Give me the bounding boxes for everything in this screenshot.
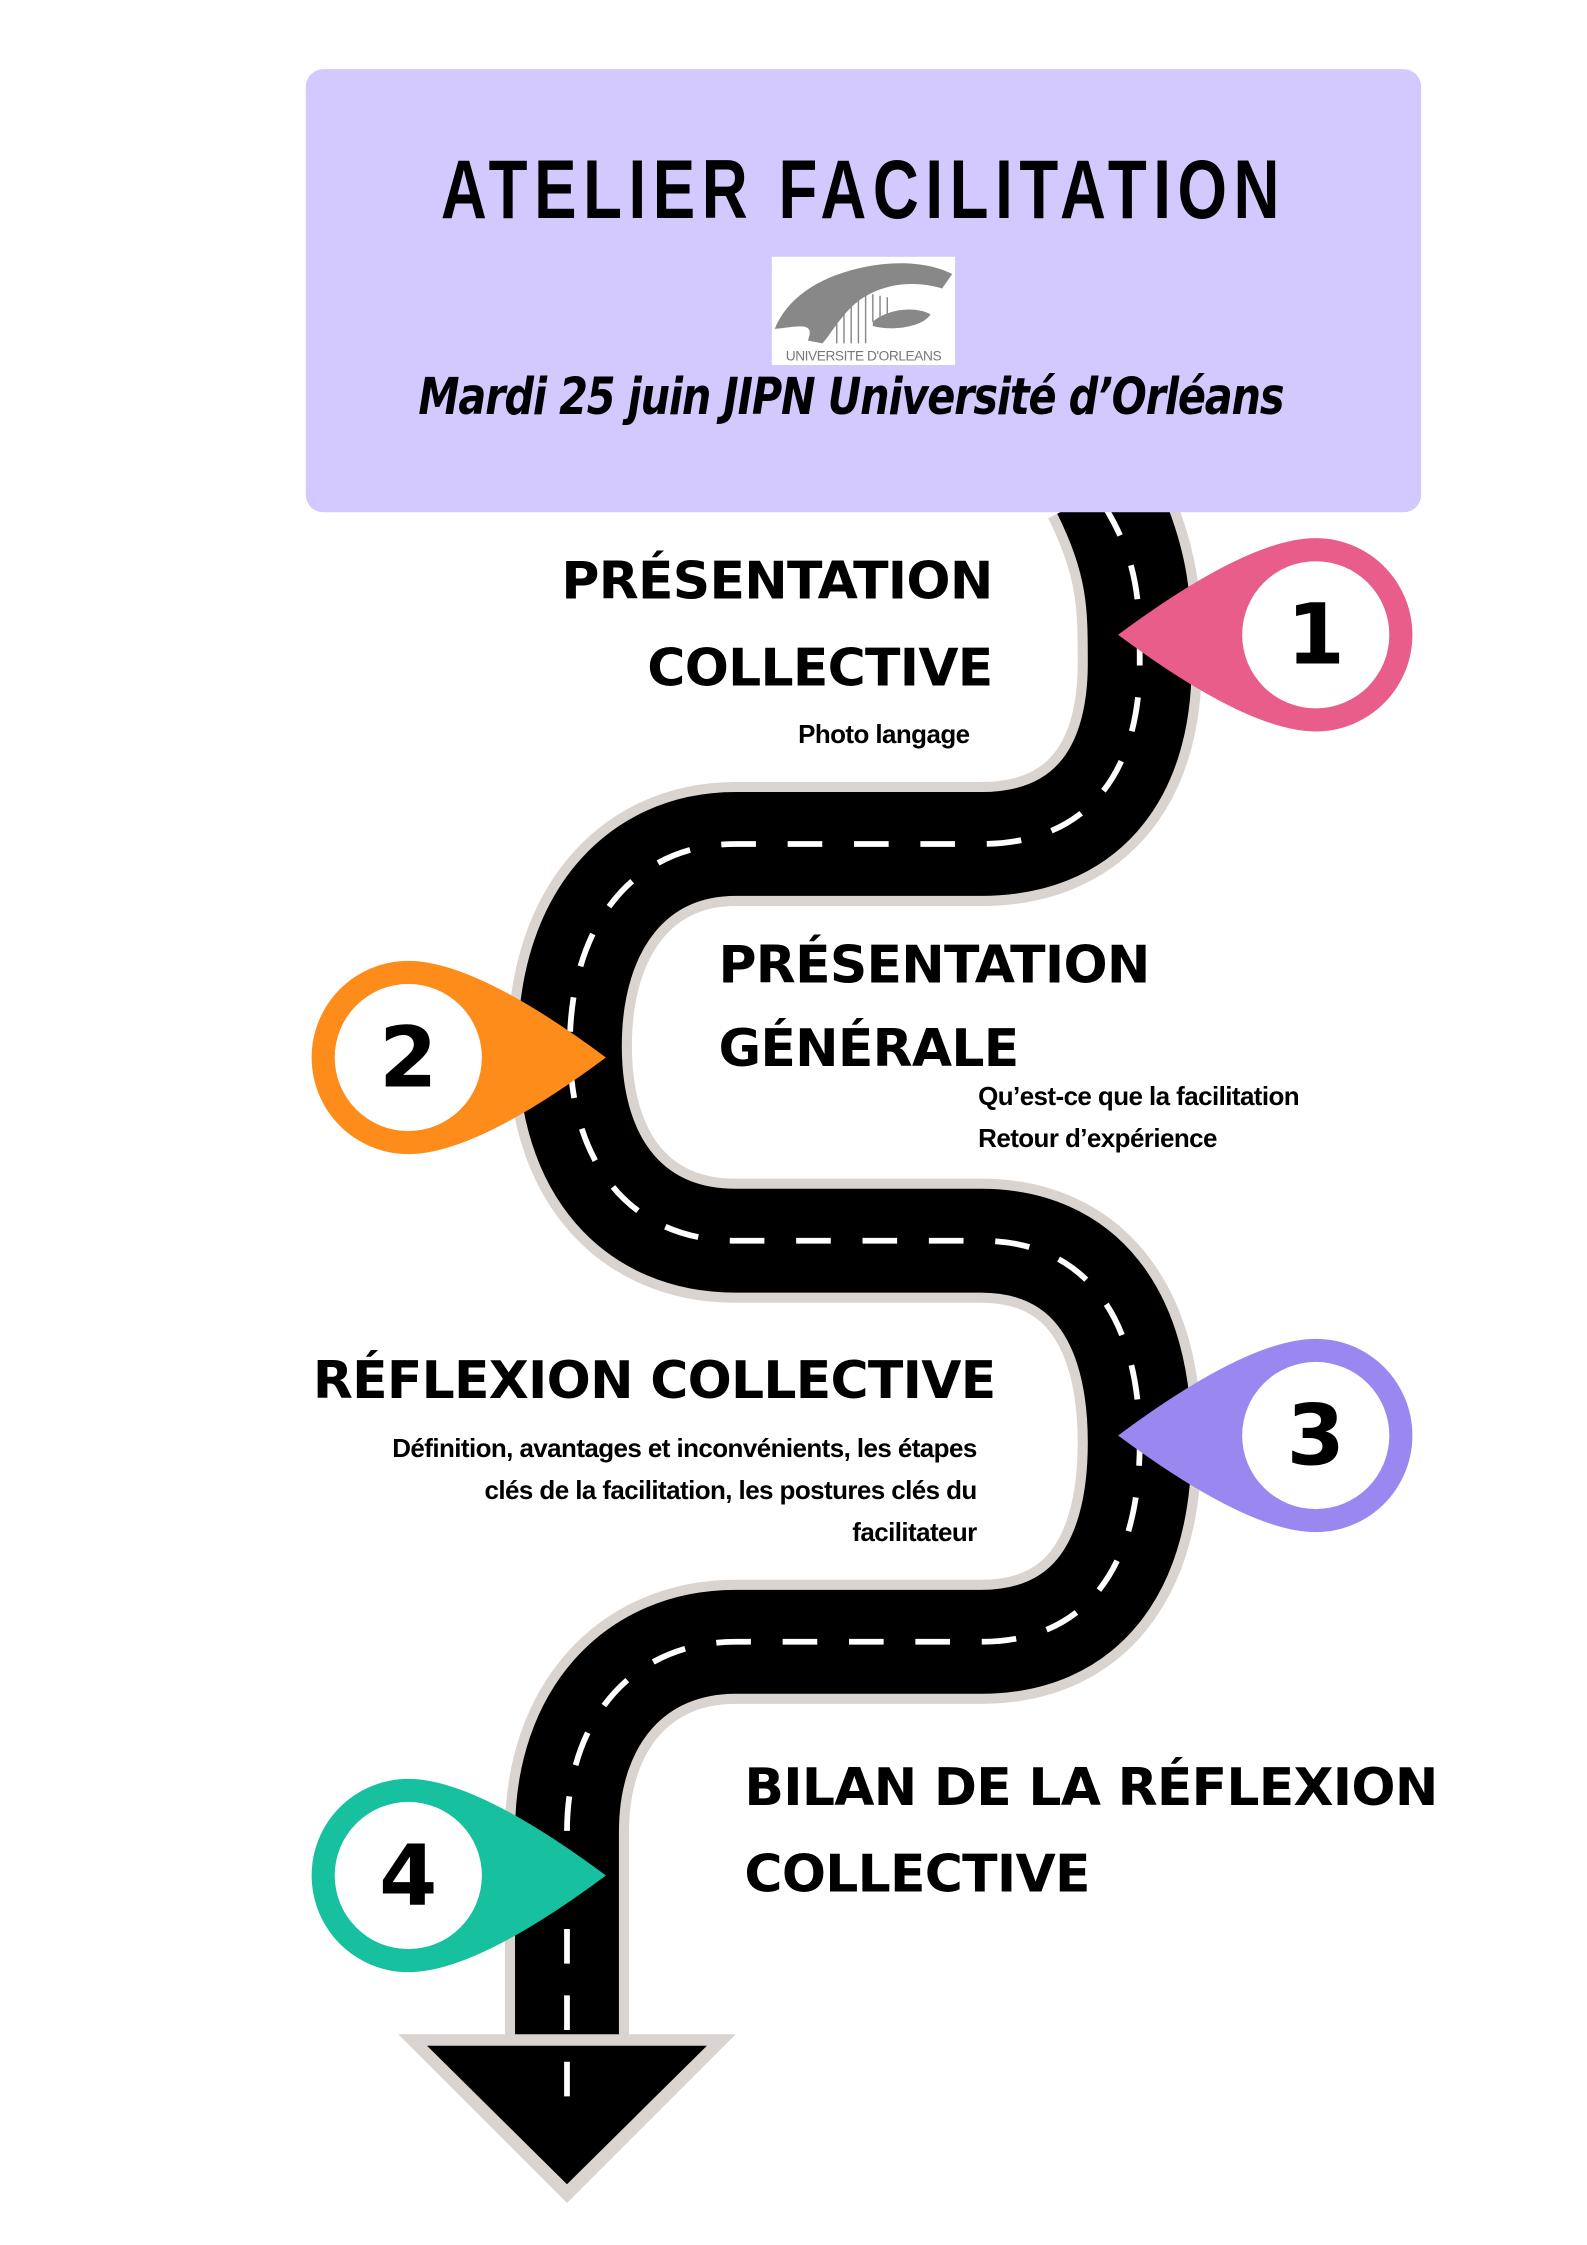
road bbox=[398, 462, 1202, 2204]
step-3-detail-2: clés de la facilitation, les postures cl… bbox=[484, 1475, 978, 1505]
step-2-title-line-1: PRÉSENTATION bbox=[718, 936, 1150, 996]
step-3-detail-3: facilitateur bbox=[852, 1517, 977, 1547]
page-title: ATELIER FACILITATION bbox=[440, 142, 1287, 237]
step-1-number: 1 bbox=[1286, 585, 1345, 684]
step-1-title-line-2: COLLECTIVE bbox=[647, 639, 993, 699]
step-2-title-line-2: GÉNÉRALE bbox=[718, 1019, 1019, 1080]
step-3-number: 3 bbox=[1286, 1386, 1345, 1485]
university-logo: UNIVERSITE D'ORLEANS bbox=[771, 256, 956, 366]
event-subtitle: Mardi 25 juin JIPN Université d’Orléans bbox=[418, 369, 1284, 428]
step-2-pin-center bbox=[334, 983, 482, 1132]
step-4-number: 4 bbox=[379, 1826, 438, 1925]
step-2-detail-1: Qu’est-ce que la facilitation bbox=[978, 1082, 1300, 1111]
step-3-pin-center bbox=[1242, 1361, 1390, 1510]
step-1-pin-center bbox=[1242, 561, 1390, 709]
step-1-title-line-1: PRÉSENTATION bbox=[561, 552, 993, 612]
logo-text: UNIVERSITE D'ORLEANS bbox=[785, 349, 942, 366]
step-4-pin-center bbox=[334, 1801, 482, 1950]
logo-mark-icon bbox=[774, 263, 953, 344]
step-3-title: RÉFLEXION COLLECTIVE bbox=[312, 1351, 996, 1411]
step-2-number: 2 bbox=[379, 1008, 438, 1107]
step-4-title-line-2: COLLECTIVE bbox=[744, 1845, 1090, 1905]
step-2-detail-2: Retour d’expérience bbox=[978, 1123, 1217, 1153]
step-3-detail-1: Définition, avantages et inconvénients, … bbox=[392, 1434, 977, 1463]
step-4-title-line-1: BILAN DE LA RÉFLEXION bbox=[744, 1758, 1438, 1818]
step-1-detail: Photo langage bbox=[798, 719, 970, 749]
